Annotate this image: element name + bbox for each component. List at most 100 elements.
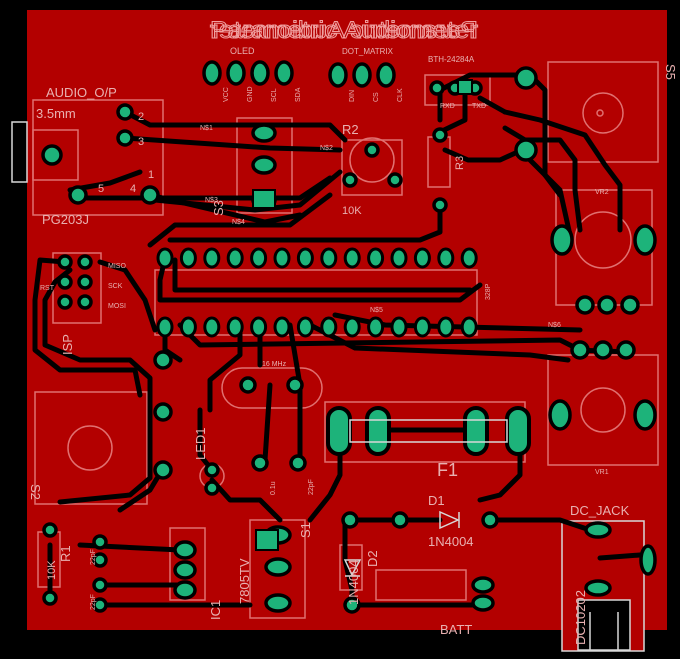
- label-net-3: N$3: [205, 197, 218, 204]
- label-r1: R1: [58, 545, 73, 562]
- label-pin-din: DIN: [349, 90, 356, 102]
- chip-pin-top-13: [437, 247, 455, 269]
- square-pads: [252, 79, 473, 551]
- label-pin-sda: SDA: [295, 87, 302, 102]
- chip-pin-top-1: [156, 247, 174, 269]
- label-oled: OLED: [230, 46, 255, 56]
- chip-pin-bottom-11: [390, 316, 408, 338]
- chip-pin-top-3: [203, 247, 221, 269]
- label-jack-pin-4: 4: [130, 183, 136, 195]
- label-net-5: N$5: [370, 307, 383, 314]
- chip-pin-top-8: [320, 247, 338, 269]
- label-cap-a: 22pF: [90, 549, 97, 565]
- chip-pins-bottom: [156, 316, 478, 338]
- label-cap-b: 22pF: [90, 594, 97, 610]
- label-pin-gnd: GND: [247, 86, 254, 102]
- chip-pin-top-11: [390, 247, 408, 269]
- label-d2: D2: [365, 550, 380, 567]
- chip-pin-top-2: [179, 247, 197, 269]
- chip-pin-bottom-1: [156, 316, 174, 338]
- chip-pin-bottom-2: [179, 316, 197, 338]
- chip-pin-top-10: [367, 247, 385, 269]
- chip-pin-bottom-13: [437, 316, 455, 338]
- label-ic1: IC1: [208, 600, 223, 620]
- title-text-mirrored: Parametric Audiometer: [210, 17, 478, 44]
- chip-pin-bottom-14: [460, 316, 478, 338]
- label-crystal: 16 MHz: [262, 361, 287, 368]
- label-pg203j: PG203J: [42, 212, 89, 227]
- label-jack-pin-2: 2: [138, 111, 144, 123]
- label-led1: LED1: [193, 427, 208, 460]
- label-pin-txd: TXD: [472, 103, 486, 110]
- label-batt: BATT: [440, 622, 472, 637]
- label-pin-miso: MISO: [108, 263, 126, 270]
- label-r2: R2: [342, 122, 359, 137]
- chip-pin-bottom-8: [320, 316, 338, 338]
- label-pin-sck: SCK: [108, 283, 123, 290]
- label-net-1: N$1: [200, 125, 213, 132]
- chip-pin-top-9: [343, 247, 361, 269]
- label-s3: S3: [211, 200, 226, 216]
- label-isp: ISP: [60, 334, 75, 355]
- label-d2-value: 1N4004: [346, 559, 361, 605]
- board-title: Parametric Audiometer Parametric Audiome…: [210, 17, 479, 45]
- chip-pins-top: [156, 247, 478, 269]
- label-pin-scl: SCL: [271, 88, 278, 102]
- label-pin-cs: CS: [373, 92, 380, 102]
- label-s1: S1: [298, 522, 313, 538]
- label-r1-value: 10K: [46, 560, 58, 580]
- label-audio-op: AUDIO_O/P: [46, 85, 117, 100]
- chip-pin-bottom-5: [250, 316, 268, 338]
- label-dc-jack: DC_JACK: [570, 503, 630, 518]
- label-dot-matrix: DOT_MATRIX: [342, 47, 394, 56]
- chip-pin-bottom-9: [343, 316, 361, 338]
- label-d1: D1: [428, 493, 445, 508]
- label-pin-rst: RST: [40, 285, 55, 292]
- label-net-4: N$4: [232, 219, 245, 226]
- label-cap-c: 0.1u: [270, 481, 277, 495]
- label-jack-pin-3: 3: [138, 136, 144, 148]
- label-pin-vcc: VCC: [223, 87, 230, 102]
- chip-pin-top-7: [296, 247, 314, 269]
- chip-pin-top-4: [226, 247, 244, 269]
- fuse-body: [349, 419, 508, 443]
- chip-pin-top-5: [250, 247, 268, 269]
- label-jack-size: 3.5mm: [36, 106, 76, 121]
- board-outline: [11, 121, 645, 652]
- silk-small-labels: OLED DOT_MATRIX BTH-24284A VR2 VR1 328P …: [40, 46, 609, 610]
- chip-pin-bottom-3: [203, 316, 221, 338]
- chip-pin-bottom-4: [226, 316, 244, 338]
- chip-pin-top-14: [460, 247, 478, 269]
- label-chip: 328P: [485, 283, 492, 300]
- label-ic1-value: 7805TV: [237, 558, 252, 604]
- label-pin-mosi: MOSI: [108, 303, 126, 310]
- label-s5: S5: [663, 64, 678, 80]
- label-vr2: VR2: [595, 189, 609, 196]
- label-vr1: VR1: [595, 469, 609, 476]
- round-pads: [41, 60, 657, 614]
- label-net-6: N$6: [548, 322, 561, 329]
- label-d1-value: 1N4004: [428, 534, 474, 549]
- label-bth: BTH-24284A: [428, 55, 475, 64]
- label-f1: F1: [437, 460, 458, 480]
- label-net-2: N$2: [320, 145, 333, 152]
- label-pin-clk: CLK: [397, 88, 404, 102]
- label-s2: S2: [28, 484, 43, 500]
- label-jack-pin-1: 1: [148, 169, 154, 181]
- chip-pin-bottom-10: [367, 316, 385, 338]
- diode-symbols: [343, 510, 460, 577]
- label-jack-pin-5: 5: [98, 183, 104, 195]
- label-dc-part: DC10202: [573, 590, 588, 645]
- label-r3: R3: [454, 156, 466, 170]
- chip-pin-bottom-6: [273, 316, 291, 338]
- title-text: Parametric Audiometer: [210, 17, 478, 44]
- chip-pin-top-12: [413, 247, 431, 269]
- chip-pin-top-6: [273, 247, 291, 269]
- chip-pin-bottom-12: [413, 316, 431, 338]
- label-pin-rxd: RXD: [440, 103, 455, 110]
- label-r2-value: 10K: [342, 205, 362, 217]
- silk-labels: AUDIO_O/P 3.5mm PG203J R2 10K S5 F1 D1 1…: [28, 64, 678, 645]
- label-cap-d: 22pF: [308, 479, 315, 495]
- chip-pin-bottom-7: [296, 316, 314, 338]
